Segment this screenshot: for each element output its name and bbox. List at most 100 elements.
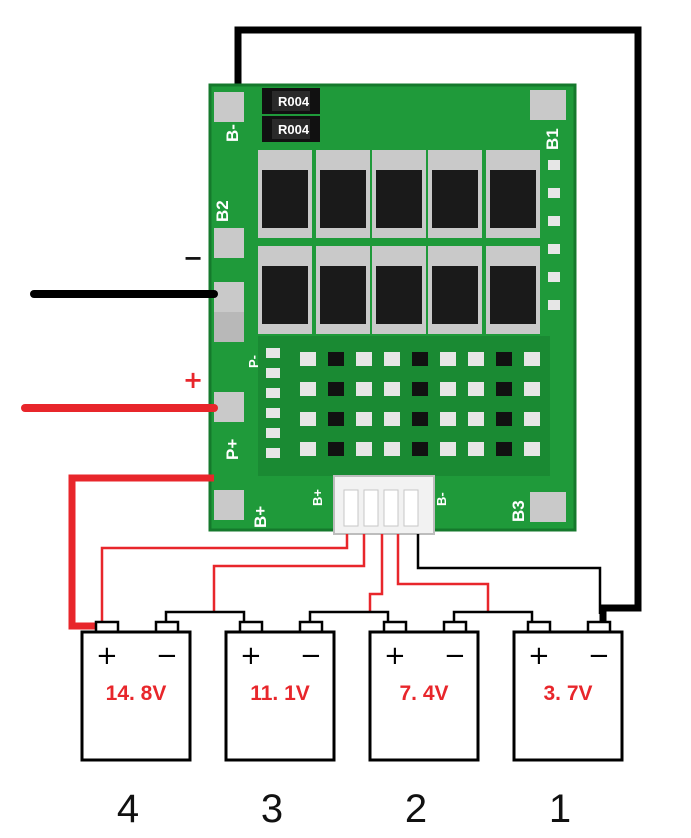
smd-component [356,382,372,396]
smd-resistor [548,188,560,198]
mosfet-body [262,266,308,324]
p-minus-sign: − [183,244,203,272]
smd-component [384,352,400,366]
smd-component [524,412,540,426]
smd-resistor [548,160,560,170]
balance-connector-pin-2 [363,489,379,527]
b-plus-main-red-wire [68,474,214,630]
smd-component [356,352,372,366]
smd-component [468,442,484,456]
balance-wire-cell4-plus [100,534,349,622]
cell-minus-sign: − [444,641,466,671]
protection-ic-array [266,160,560,458]
mosfet-body [320,170,366,228]
label-b2: B2 [213,200,232,222]
cell-voltage-label: 14. 8V [106,682,167,705]
smd-component [412,352,428,366]
smd-component [328,442,344,456]
label-p-minus: P- [246,355,261,368]
smd-component [496,412,512,426]
smd-component [300,352,316,366]
smd-component [328,352,344,366]
pad-b2 [214,228,244,258]
series-link-2-1 [452,610,534,624]
smd-component [300,382,316,396]
series-link-4-3 [164,610,246,624]
label-b-plus: B+ [251,506,270,528]
mosfet-body [376,170,422,228]
balance-wire-cell1-plus [396,534,490,612]
smd-resistor [266,448,280,458]
cell-number-label: 3 [261,787,283,831]
b-minus-black-wire [234,26,642,622]
smd-component [440,412,456,426]
smd-component [496,442,512,456]
pad-p-plus [214,392,244,422]
smd-resistor [266,428,280,438]
smd-component [412,412,428,426]
smd-component [440,352,456,366]
shunt-resistor-2-label: R004 [278,122,310,137]
smd-component [496,352,512,366]
smd-component [328,412,344,426]
shunt-resistor-1-body [272,91,310,111]
smd-component [356,412,372,426]
smd-component [300,442,316,456]
shunt-resistor-2-body [272,119,310,139]
smd-resistor [548,300,560,310]
smd-component [328,382,344,396]
smd-resistor [548,244,560,254]
smd-component [412,442,428,456]
smd-resistor [266,408,280,418]
cell-plus-sign: + [96,641,118,671]
balance-wire-b-minus [416,534,602,614]
cell-plus-sign: + [384,641,406,671]
cell-number-label: 1 [549,787,571,831]
cell-number-label: 4 [117,787,139,831]
mosfet-body [262,170,308,228]
smd-component [468,412,484,426]
smd-resistor [548,216,560,226]
smd-component [300,412,316,426]
cell-plus-sign: + [528,641,550,671]
smd-component [356,442,372,456]
smd-component [524,382,540,396]
battery-cell: + − 7. 4V 2 [368,620,480,831]
smd-component [524,352,540,366]
cell-number-label: 2 [405,787,427,831]
battery-cell: + − 14. 8V 4 [80,620,192,831]
smd-component [440,442,456,456]
mosfet-body [320,266,366,324]
smd-component [468,382,484,396]
smd-component [496,382,512,396]
smd-component [468,352,484,366]
label-b-minus: B- [223,124,242,142]
cell-minus-sign: − [156,641,178,671]
label-b1: B1 [543,128,562,150]
cell-voltage-label: 7. 4V [399,682,448,705]
mosfet-body [490,170,536,228]
smd-component [440,382,456,396]
cell-plus-sign: + [240,641,262,671]
smd-resistor [266,388,280,398]
smd-resistor [266,348,280,358]
smd-component [524,442,540,456]
label-b3: B3 [509,500,528,522]
balance-wire-cell3-plus [212,534,366,612]
battery-cell: +−11. 1V3 [224,620,336,831]
label-connector-b-minus: B- [434,492,449,506]
cell-body [80,630,192,762]
series-link-3-2 [308,610,390,624]
smd-resistor [548,272,560,282]
balance-connector-pin-1 [343,489,359,527]
mosfet-body [490,266,536,324]
cell-minus-sign: − [588,641,610,671]
smd-resistor [266,368,280,378]
bms-board: R004 R004 B- B1 B2 B3 P- P+ B+ B+ B- [208,83,577,535]
battery-cell: +−3. 7V1 [512,620,624,831]
cell-minus-sign: − [300,641,322,671]
cell-body [368,630,480,762]
balance-connector-pin-3 [383,489,399,527]
mosfet-body [432,170,478,228]
